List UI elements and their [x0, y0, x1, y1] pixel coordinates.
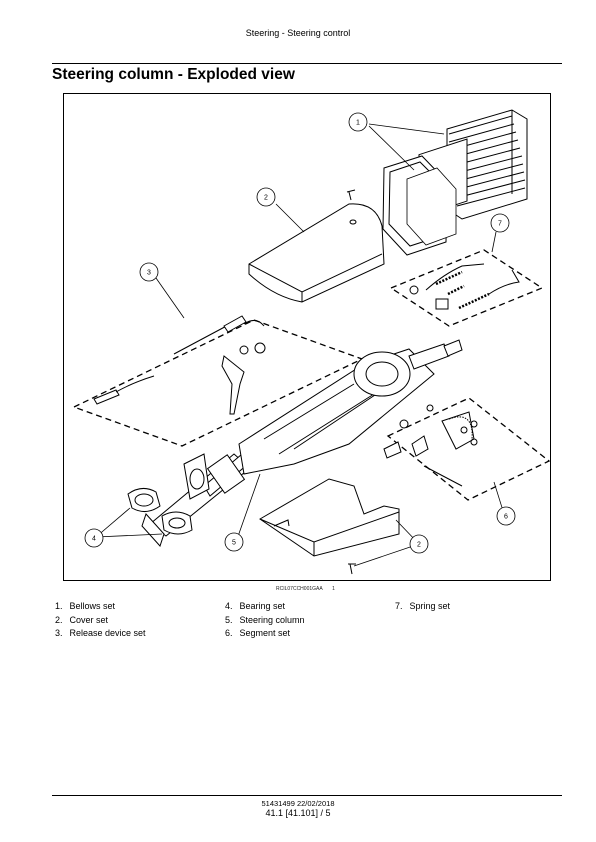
- legend-item: 7. Spring set: [395, 601, 555, 613]
- callout-2-upper: 2: [256, 187, 276, 207]
- legend-label: Bellows set: [69, 601, 116, 611]
- svg-text:1: 1: [356, 120, 360, 127]
- lower-cover-part: [259, 478, 400, 575]
- bearing-part: [127, 488, 193, 547]
- legend-num: 4.: [225, 601, 233, 611]
- legend-item: 3. Release device set: [55, 628, 225, 640]
- callout-1: 1: [348, 112, 368, 132]
- svg-text:2: 2: [264, 195, 268, 202]
- legend-item: 2. Cover set: [55, 615, 225, 627]
- callouts: 1 2 3 4 5 6 7: [84, 112, 516, 554]
- group-box-segment: [386, 397, 550, 501]
- figure-reference-number: 1: [332, 586, 335, 592]
- footer-doc-id: 51431499 22/02/2018: [261, 799, 335, 808]
- svg-text:6: 6: [504, 514, 508, 521]
- legend-label: Release device set: [69, 628, 146, 638]
- callout-2-lower: 2: [409, 534, 429, 554]
- segment-set-part: [383, 404, 478, 487]
- callout-6: 6: [496, 506, 516, 526]
- group-box-spring: [389, 249, 544, 327]
- svg-text:5: 5: [232, 540, 236, 547]
- exploded-view-figure: 1 2 3 4 5 6 7: [63, 93, 551, 581]
- legend-item: [395, 615, 555, 627]
- section-title: Steering column - Exploded view: [52, 66, 295, 83]
- legend-item: 1. Bellows set: [55, 601, 225, 613]
- figure-reference-code: RCIL07CCH001GAA: [276, 586, 323, 592]
- svg-text:2: 2: [417, 542, 421, 549]
- legend: 1. Bellows set 4. Bearing set 7. Spring …: [55, 601, 555, 640]
- legend-label: Bearing set: [239, 601, 286, 611]
- legend-item: 5. Steering column: [225, 615, 395, 627]
- legend-item: [395, 628, 555, 640]
- release-device-part: [93, 315, 266, 415]
- svg-text:4: 4: [92, 536, 96, 543]
- legend-label: Steering column: [239, 614, 305, 625]
- callout-3: 3: [139, 262, 159, 282]
- figure-reference: RCIL07CCH001GAA 1: [276, 586, 343, 592]
- legend-label: Segment set: [239, 628, 291, 638]
- footer-page-number: 41.1 [41.101] / 5: [265, 808, 331, 818]
- svg-text:7: 7: [498, 221, 502, 228]
- legend-num: 6.: [225, 628, 233, 638]
- svg-text:3: 3: [147, 270, 151, 277]
- legend-item: 6. Segment set: [225, 628, 395, 640]
- legend-label: Cover set: [69, 614, 109, 625]
- cover-part: [248, 189, 385, 303]
- legend-num: 3.: [55, 628, 63, 638]
- exploded-view-drawing: 1 2 3 4 5 6 7: [72, 109, 550, 575]
- spring-set-part: [409, 263, 520, 310]
- legend-num: 2.: [55, 614, 63, 625]
- legend-num: 1.: [55, 601, 63, 611]
- legend-label: Spring set: [409, 601, 451, 611]
- bellows-part: [382, 109, 528, 256]
- legend-num: 5.: [225, 614, 233, 625]
- footer-rule: [52, 795, 562, 796]
- callout-5: 5: [224, 532, 244, 552]
- legend-num: 7.: [395, 601, 403, 611]
- callout-7: 7: [490, 213, 510, 233]
- legend-item: 4. Bearing set: [225, 601, 395, 613]
- title-rule: [52, 63, 562, 64]
- callout-4: 4: [84, 528, 104, 548]
- running-header: Steering - Steering control: [245, 28, 351, 38]
